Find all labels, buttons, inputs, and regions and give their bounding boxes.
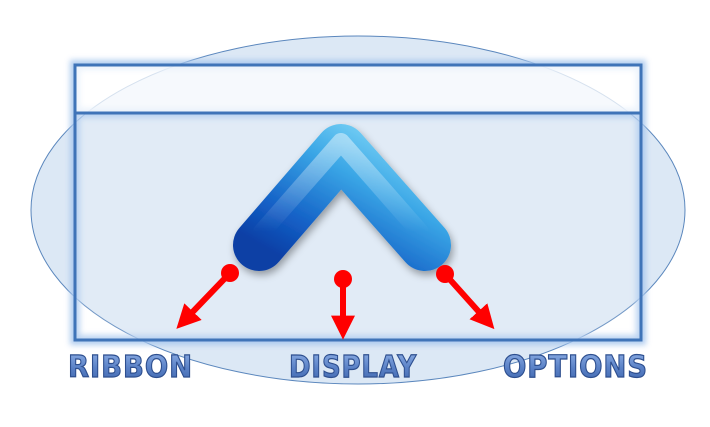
- window-title-bar: [73, 63, 643, 115]
- red-pointer-arrow-icon: [176, 264, 239, 329]
- label-display: DISPLAY: [289, 350, 417, 385]
- label-ribbon: RIBBON: [68, 350, 193, 385]
- up-arrow-shine: [253, 133, 429, 305]
- red-pointer-arrow-icon: [436, 265, 495, 330]
- label-options: OPTIONS: [503, 350, 648, 385]
- red-pointer-arrow-icon: [331, 270, 355, 340]
